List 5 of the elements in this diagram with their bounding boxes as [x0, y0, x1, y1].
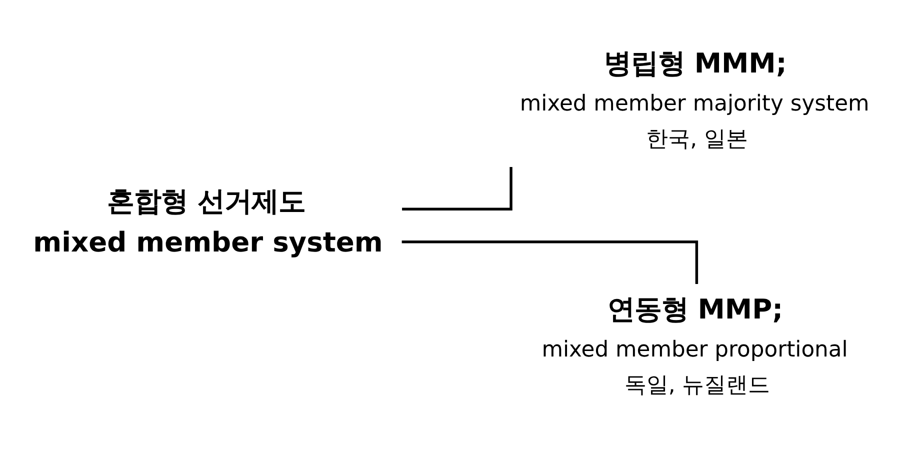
node-text: 혼합형 선거제도 mixed member system	[33, 186, 383, 258]
node-text: 연동형 MMP; mixed member proportional 독일, 뉴질랜드	[542, 294, 848, 398]
node-text: 병립형 MMM; mixed member majority system 한국, 일본	[520, 48, 870, 152]
connector	[402, 240, 698, 284]
connector	[402, 166, 512, 210]
